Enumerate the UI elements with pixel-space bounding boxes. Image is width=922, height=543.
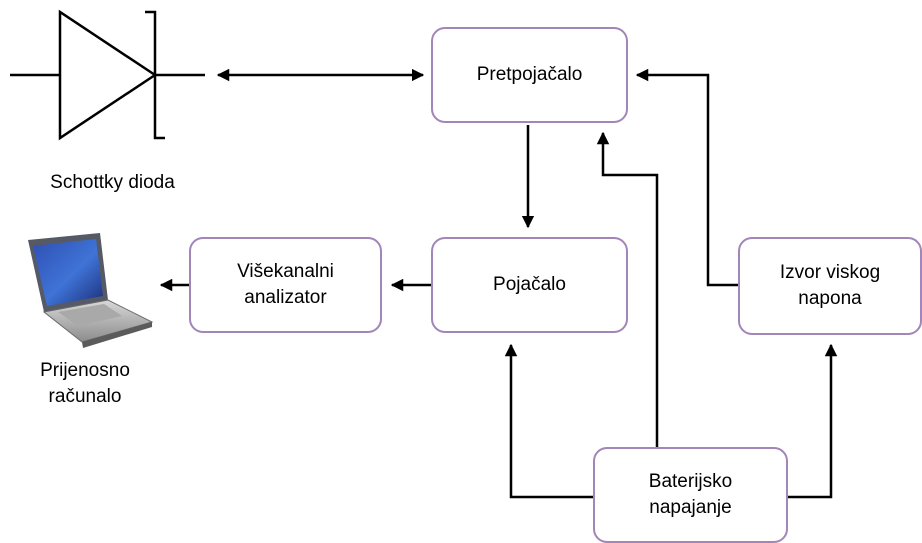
pojacalo-block: Pojačalo	[431, 237, 628, 333]
pretpojacalo-block: Pretpojačalo	[431, 27, 628, 123]
pojacalo-label: Pojačalo	[493, 274, 566, 295]
connector-arrows	[159, 68, 838, 499]
arrow-izvor-pretpojacalo	[635, 68, 738, 287]
visekanalni-analizator-block: Višekanalni analizator	[189, 237, 382, 333]
schottky-dioda-caption: Schottky dioda	[50, 172, 175, 193]
laptop-icon	[28, 233, 154, 348]
pretpojacalo-label: Pretpojačalo	[476, 64, 583, 85]
visekanalni-analizator-label: Višekanalni analizator	[237, 261, 334, 308]
arrow-baterijsko-pretpojacalo	[596, 131, 659, 447]
baterijsko-label: Baterijsko napajanje	[648, 471, 733, 518]
prijenosno-racunalo-caption: Prijenosno računalo	[40, 360, 130, 407]
izvor-label: Izvor viskog napona	[779, 262, 881, 309]
arrow-baterijsko-izvor	[788, 343, 838, 499]
izvor-visokog-napona-block: Izvor viskog napona	[738, 237, 922, 335]
schottky-diode-icon	[10, 9, 205, 141]
arrow-baterijsko-pojacalo	[504, 343, 593, 499]
baterijsko-napajanje-block: Baterijsko napajanje	[593, 447, 788, 543]
